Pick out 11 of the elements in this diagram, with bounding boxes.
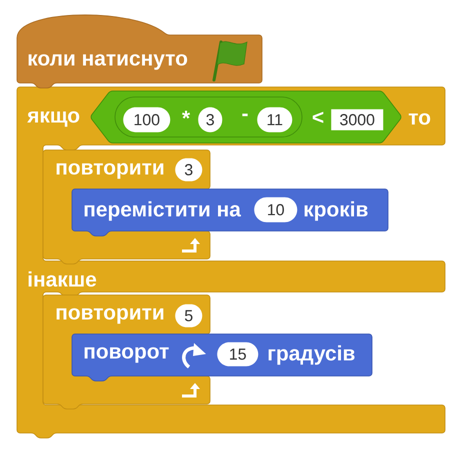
node-label: поворот: [84, 347, 169, 363]
number-input: 3: [198, 107, 222, 132]
hat-block: коли натиснуто: [16, 14, 262, 88]
number-input: 100: [123, 107, 170, 132]
number-input: 3000: [331, 109, 384, 130]
number-input: 11: [257, 107, 292, 132]
number-input: 15: [217, 342, 258, 366]
number-input: 5: [175, 304, 202, 328]
node-label: градусів: [268, 345, 355, 365]
number-input: 10: [254, 197, 298, 222]
number-input: 3: [175, 158, 202, 182]
